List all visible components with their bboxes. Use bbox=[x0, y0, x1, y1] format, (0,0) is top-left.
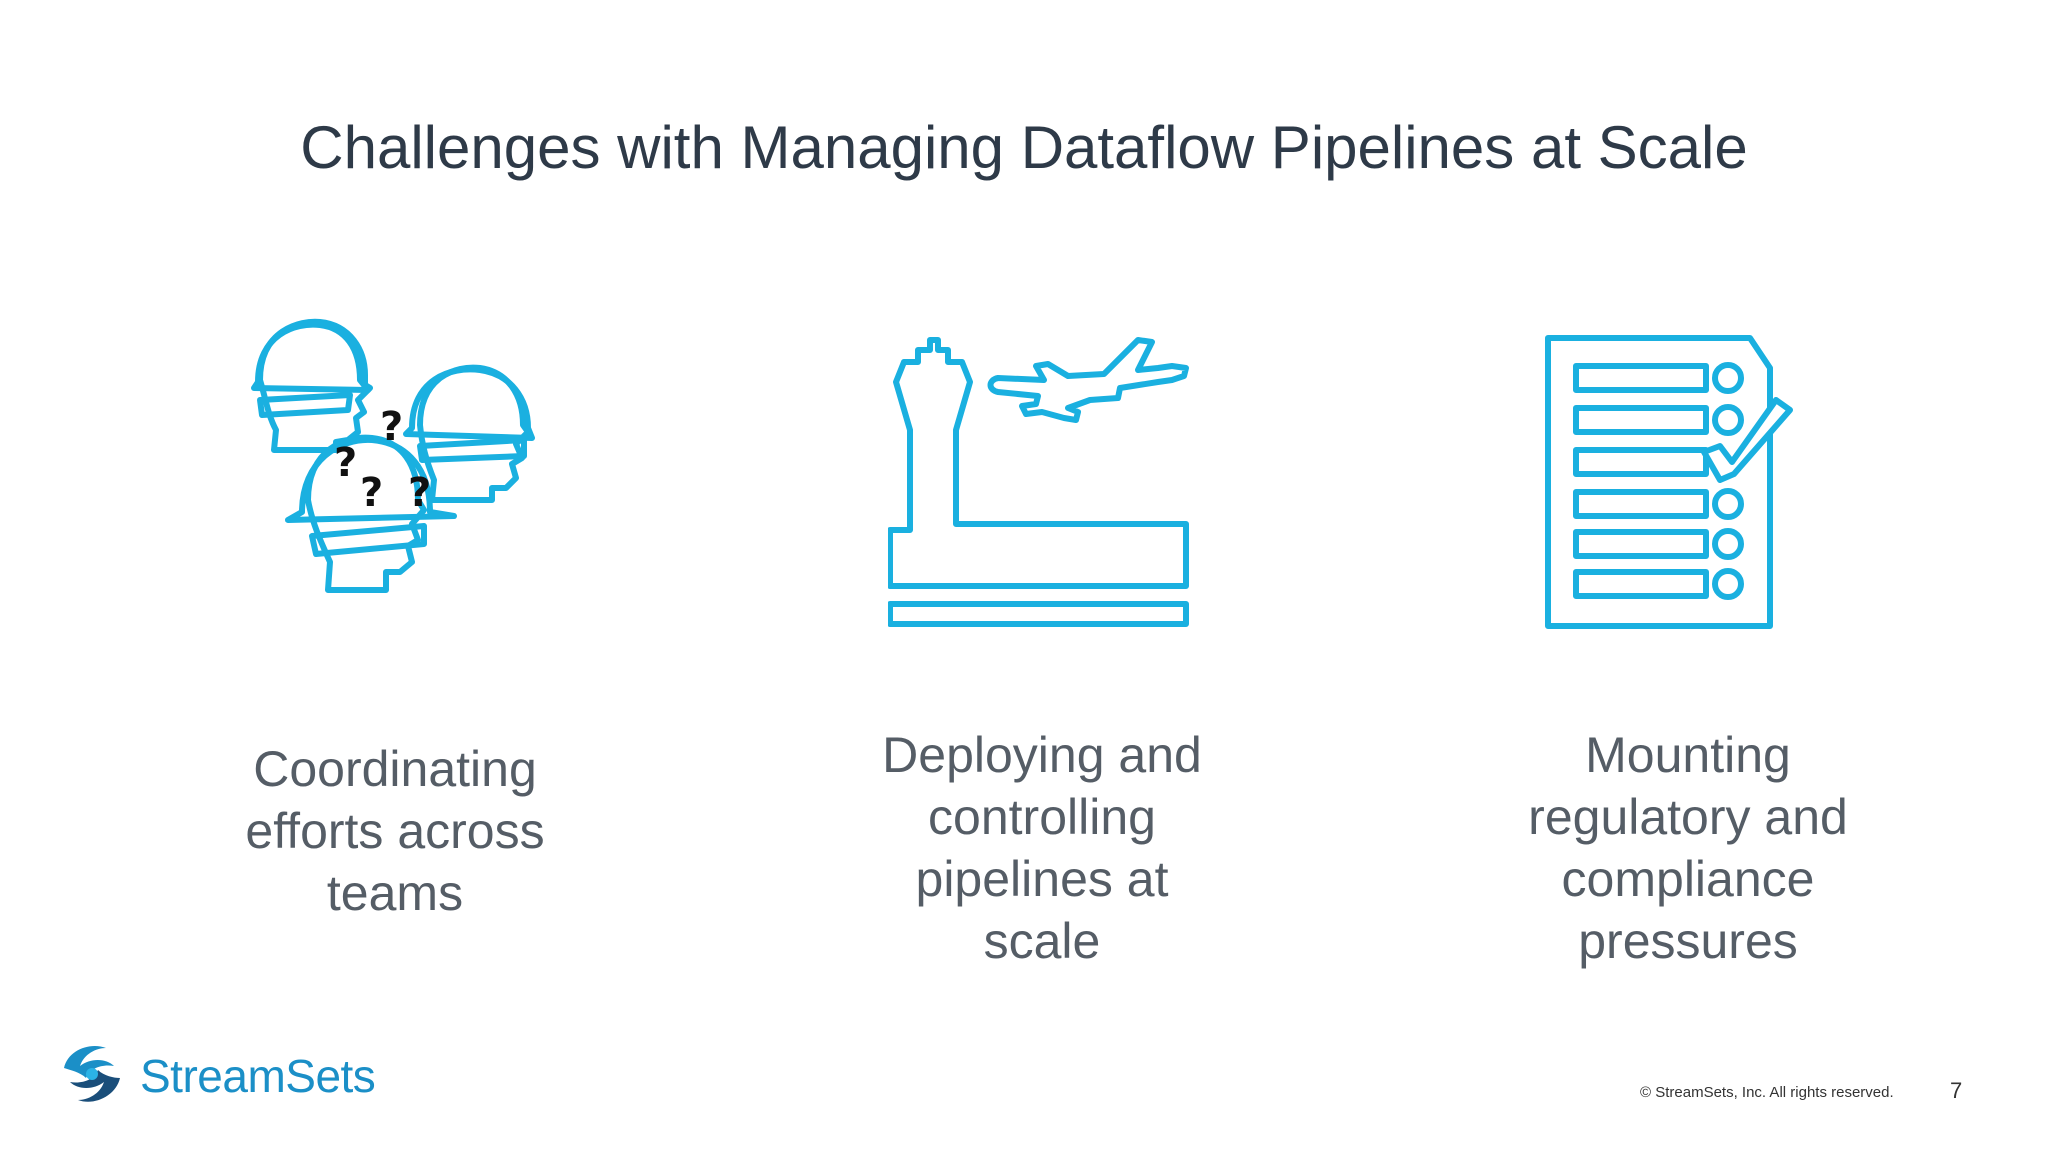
caption-line: scale bbox=[983, 913, 1101, 969]
page-number: 7 bbox=[1950, 1078, 1963, 1103]
checklist-icon bbox=[1544, 334, 1794, 634]
caption-line: Mounting bbox=[1585, 727, 1791, 783]
caption-line: controlling bbox=[928, 789, 1156, 845]
caption-line: Coordinating bbox=[253, 741, 537, 797]
caption-line: teams bbox=[326, 865, 464, 921]
caption-coordinating-efforts: Coordinating efforts across teams bbox=[200, 738, 590, 924]
svg-text:?: ? bbox=[380, 404, 403, 450]
slide-title: Challenges with Managing Dataflow Pipeli… bbox=[300, 114, 1748, 181]
copyright-notice: © StreamSets, Inc. All rights reserved. bbox=[1640, 1084, 1894, 1101]
caption-line: pressures bbox=[1578, 913, 1798, 969]
svg-text:?: ? bbox=[408, 470, 431, 516]
caption-line: pipelines at bbox=[915, 851, 1169, 907]
brand-name: StreamSets bbox=[140, 1050, 376, 1102]
caption-deploying-pipelines: Deploying and controlling pipelines at s… bbox=[842, 724, 1242, 972]
svg-text:?: ? bbox=[360, 470, 383, 516]
caption-line: compliance bbox=[1561, 851, 1815, 907]
svg-text:?: ? bbox=[334, 440, 357, 486]
caption-regulatory-pressures: Mounting regulatory and compliance press… bbox=[1488, 724, 1888, 972]
brand: StreamSets bbox=[56, 1038, 376, 1115]
caption-line: efforts across bbox=[245, 803, 545, 859]
workers-with-question-marks-icon: ? ? ? ? bbox=[240, 300, 540, 660]
caption-line: regulatory and bbox=[1528, 789, 1848, 845]
control-tower-airplane-icon bbox=[888, 330, 1208, 640]
caption-line: Deploying and bbox=[882, 727, 1202, 783]
streamsets-swirl-logo-icon bbox=[56, 1038, 128, 1115]
